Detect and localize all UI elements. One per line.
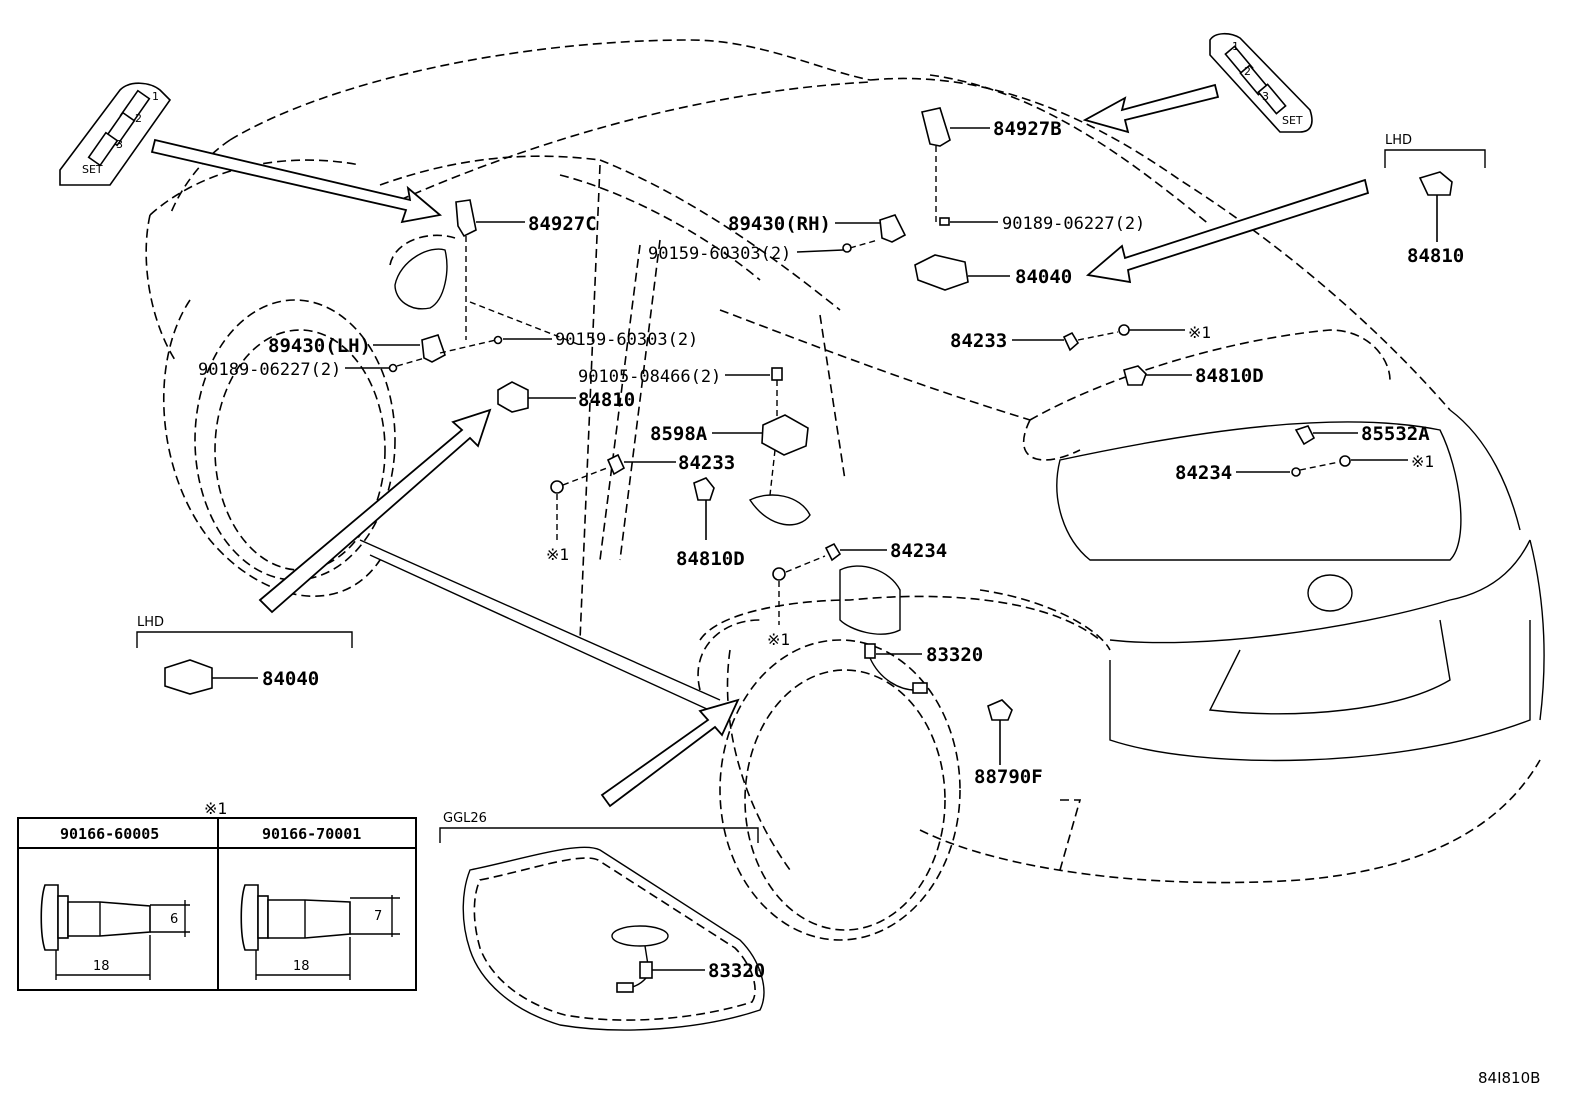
ggl-label: GGL26 (443, 811, 487, 826)
clip1-dia: 6 (170, 912, 178, 927)
table-note-mark: ※1 (204, 799, 227, 818)
switch-84810D-right (1123, 365, 1147, 386)
switch-btn3-label: 3 (116, 138, 123, 151)
label-89430RH: 89430(RH) (728, 213, 831, 235)
note-mark-lower: ※1 (767, 630, 790, 649)
switch-84040-top (914, 254, 969, 291)
switch-btn2-label-r: 2 (1244, 65, 1251, 78)
clip2-len: 18 (293, 959, 310, 974)
lhd-bottom-label: LHD (137, 615, 164, 630)
callout-arrows (150, 83, 1370, 808)
note-mark-mid: ※1 (546, 545, 569, 564)
module-8598A (761, 414, 809, 456)
arrow-right-84040 (1085, 178, 1370, 284)
label-84810-lhd: 84810 (1407, 245, 1464, 267)
switch-btn1-label-r: 1 (1232, 40, 1239, 53)
sensor-88790F (987, 699, 1013, 721)
connector-85532A (1294, 425, 1316, 446)
switch-part-84927B (921, 107, 951, 147)
memory-switch-panel-left: 1 2 3 SET (59, 82, 172, 186)
label-84927C: 84927C (528, 213, 597, 235)
label-84810-mid: 84810 (578, 389, 635, 411)
clip2-dia: 7 (374, 909, 382, 924)
memory-switch-panel-right: 1 2 3 SET (1209, 32, 1313, 133)
switch-84040-lhd (164, 659, 213, 695)
label-84927B: 84927B (993, 118, 1062, 140)
label-90159-lh: 90159-60303(2) (555, 330, 698, 350)
clip-90166-70001: 7 18 (240, 884, 400, 980)
label-90189-lh: 90189-06227(2) (198, 360, 341, 380)
switch-set-label: SET (82, 163, 103, 176)
label-84234-mid: 84234 (890, 540, 947, 562)
arrow-lower-left (258, 408, 492, 614)
label-84040-lhd: 84040 (262, 668, 319, 690)
label-90189-rh: 90189-06227(2) (1002, 214, 1145, 234)
ref-code: 84I810B (1478, 1069, 1540, 1087)
label-84234-right: 84234 (1175, 462, 1232, 484)
switch-84810D-mid (693, 477, 715, 501)
label-90105: 90105-08466(2) (578, 367, 721, 387)
label-84810D-right: 84810D (1195, 365, 1264, 387)
switch-part-84927C (455, 199, 477, 238)
arrow-right-switch (1082, 83, 1220, 134)
arrow-lower-mid (600, 698, 740, 808)
label-83320-trunk: 83320 (708, 960, 765, 982)
sensor-83320-trunk (639, 961, 653, 979)
switch-btn2-label: 2 (135, 112, 142, 125)
label-89430LH: 89430(LH) (268, 335, 371, 357)
trunk-mat-ggl26 (462, 846, 765, 1031)
label-83320-car: 83320 (926, 644, 983, 666)
switch-btn1-label: 1 (152, 90, 159, 103)
label-88790F: 88790F (974, 766, 1043, 788)
note-mark-right-top: ※1 (1188, 323, 1211, 342)
label-84810D-mid: 84810D (676, 548, 745, 570)
fastener-table: ※1 90166-60005 90166-70001 6 18 (17, 799, 417, 991)
label-90159-rh: 90159-60303(2) (648, 244, 791, 264)
clip-90166-60005: 6 18 (40, 884, 190, 980)
switch-set-label-r: SET (1282, 114, 1303, 127)
label-84233-mid: 84233 (678, 452, 735, 474)
sensor-89430-lh (421, 334, 446, 363)
sensor-83320-car (864, 643, 876, 659)
table-col2-header: 90166-70001 (262, 825, 361, 843)
clip1-len: 18 (93, 959, 110, 974)
label-84233-right: 84233 (950, 330, 1007, 352)
label-8598A: 8598A (650, 423, 708, 445)
switch-84810-lhd (1418, 171, 1453, 196)
label-85532A: 85532A (1361, 423, 1430, 445)
parts-components (164, 107, 1453, 721)
label-84040-top: 84040 (1015, 266, 1072, 288)
car-body-outline (145, 39, 1545, 941)
arrow-left-switch (150, 138, 443, 224)
lhd-top-label: LHD (1385, 133, 1412, 148)
part-labels: 84927B 84927C 89430(RH) 90189-06227(2) 9… (137, 118, 1540, 1087)
lhd-brackets (136, 149, 1486, 843)
note-mark-right-mid: ※1 (1411, 452, 1434, 471)
switch-84810-mid (497, 381, 529, 413)
leader-lines (212, 127, 1438, 765)
table-col1-header: 90166-60005 (60, 825, 159, 843)
sensor-89430-rh (879, 214, 907, 243)
switch-btn3-label-r: 3 (1262, 90, 1269, 103)
